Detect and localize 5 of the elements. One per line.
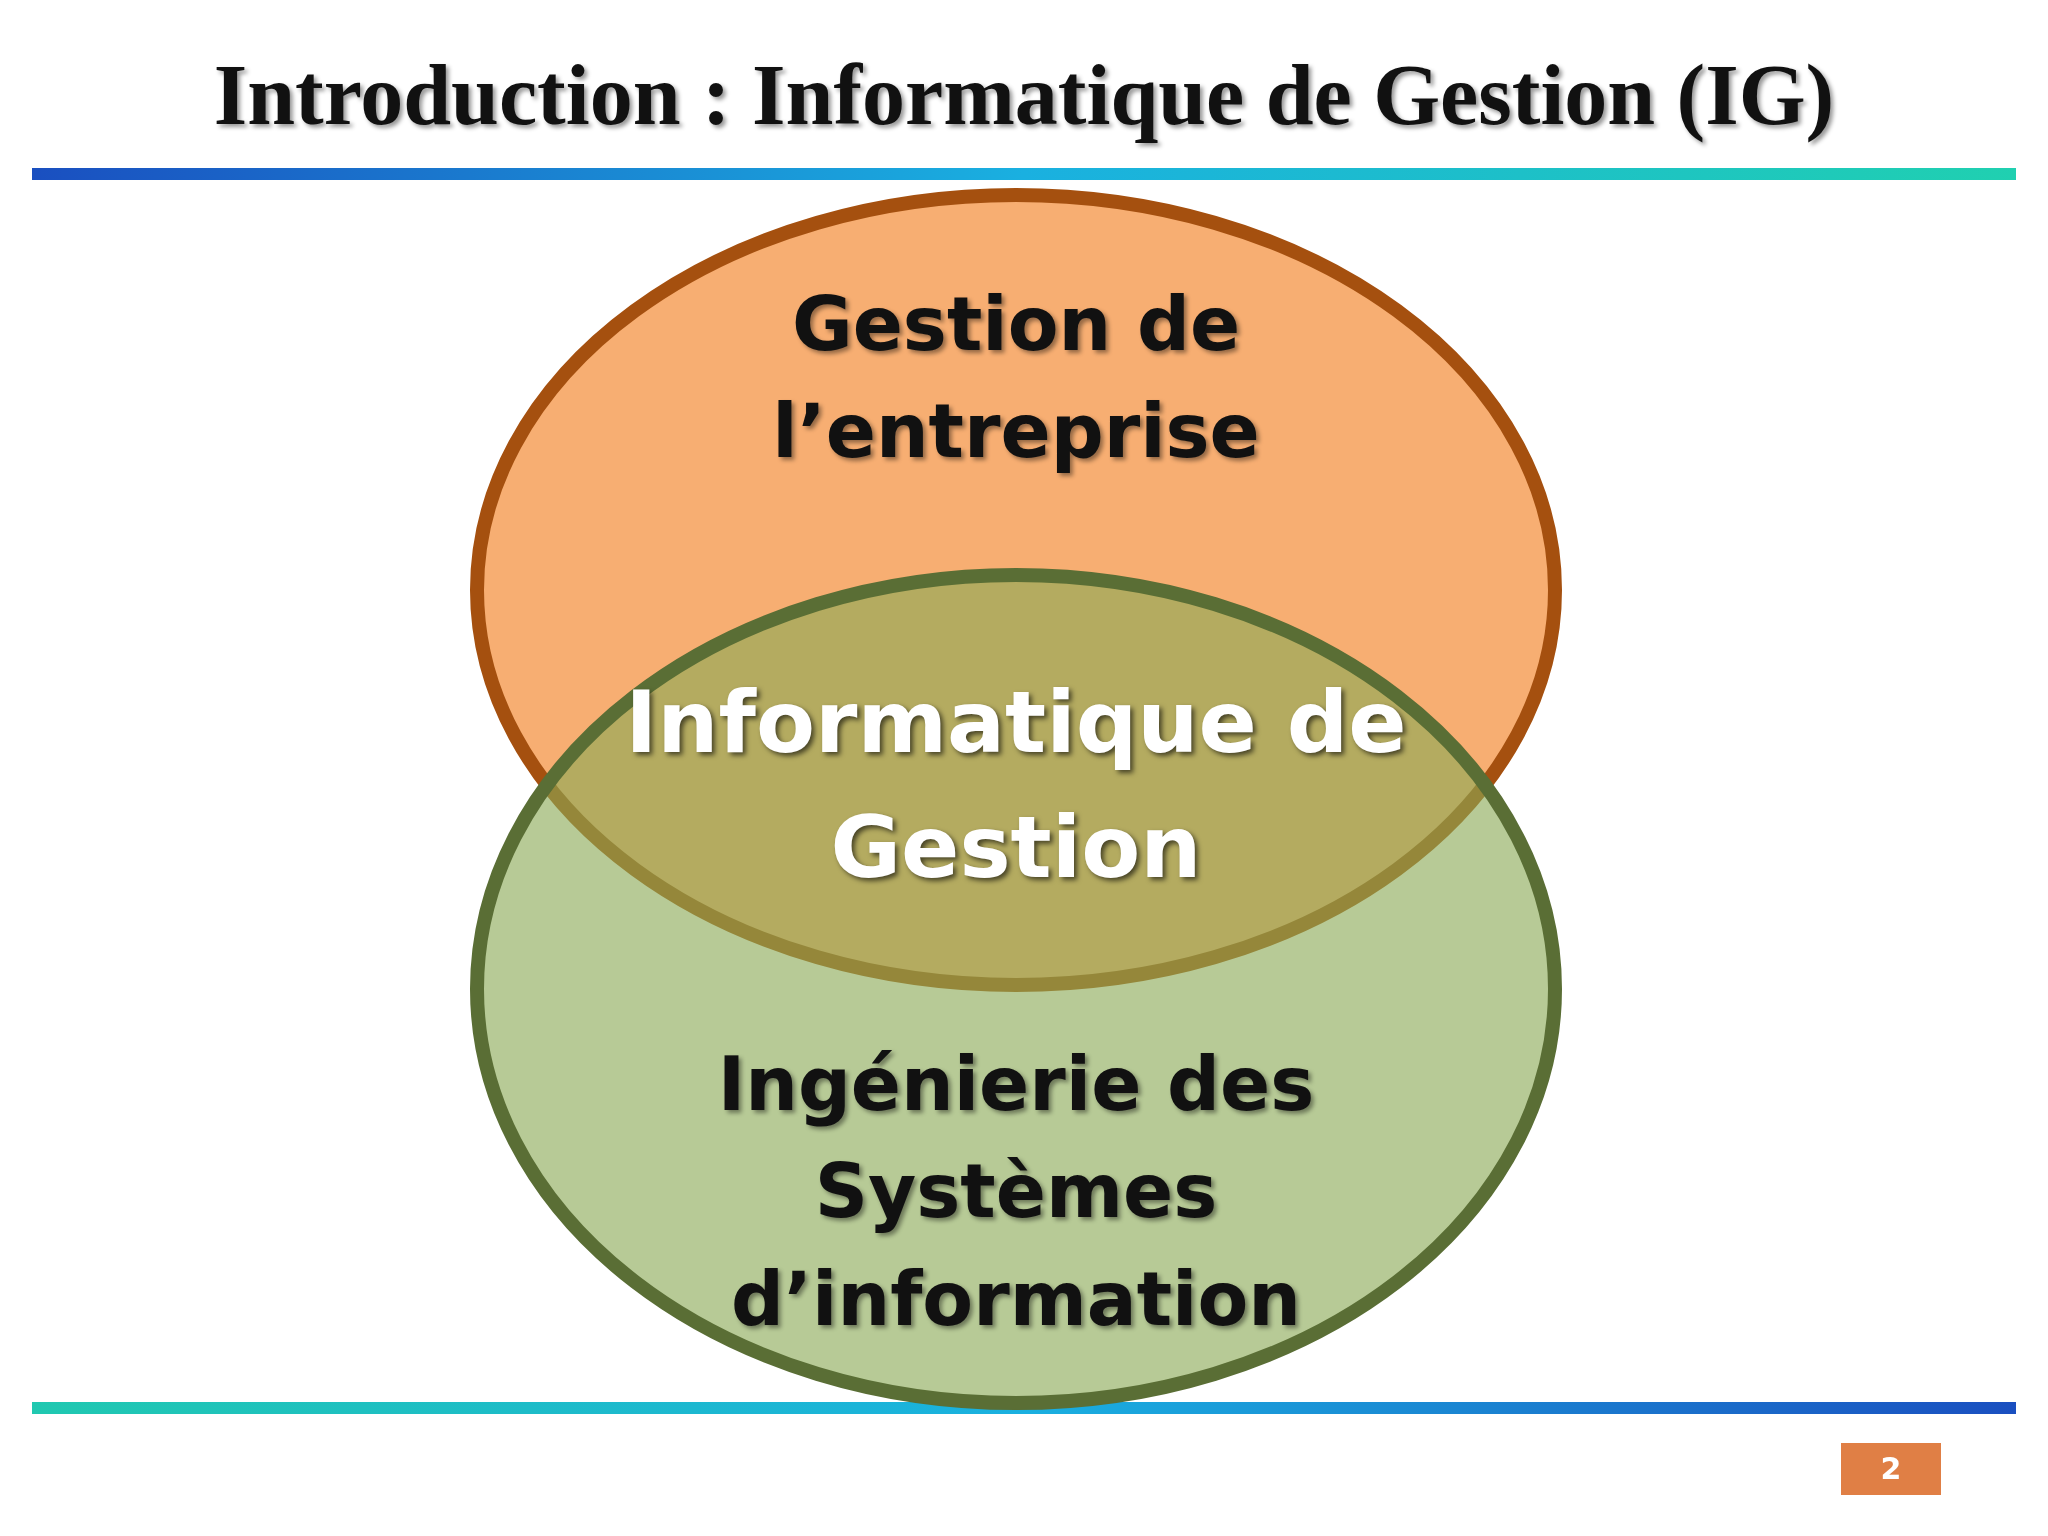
slide-title: Introduction : Informatique de Gestion (IG) bbox=[212, 46, 1836, 145]
venn-label: Informatique de Gestion bbox=[624, 671, 1408, 899]
venn-label: Ingénierie des Systèmes d’information bbox=[716, 1040, 1316, 1344]
venn-label: Gestion de l’entreprise bbox=[771, 280, 1261, 477]
page-number: 2 bbox=[1841, 1443, 1941, 1495]
